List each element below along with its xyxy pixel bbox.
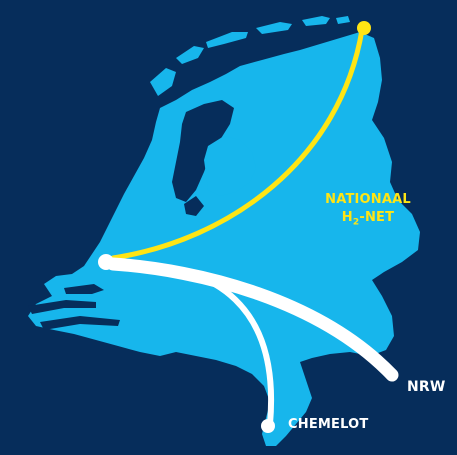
rotterdam-node [98, 254, 114, 270]
markermeer-inlet [184, 196, 204, 216]
zeeland-inlet-3 [64, 284, 104, 294]
h2-subscript: 2 [352, 217, 360, 228]
chemelot-label: CHEMELOT [288, 417, 369, 432]
wadden-island-terschelling [206, 32, 248, 48]
zeeland-inlet-2 [40, 316, 120, 330]
wadden-island-schiermonnikoog [302, 16, 330, 26]
wadden-island-rottum [336, 16, 350, 24]
mainland [28, 32, 420, 446]
nationaal-h2-net-label: NATIONAAL H2-NET [306, 193, 430, 228]
chemelot-route [110, 260, 275, 427]
wadden-island-texel [150, 68, 176, 96]
wadden-island-vlieland [176, 46, 204, 64]
chemelot-node [261, 419, 275, 433]
ijsselmeer [172, 100, 234, 202]
zeeland-inlet-1 [28, 300, 96, 314]
flevoland-polder [204, 136, 256, 196]
h2-net-text: H2-NET [306, 211, 430, 228]
nationaal-text: NATIONAAL [325, 192, 411, 207]
groningen-node [357, 21, 371, 35]
h2-prefix: H [341, 210, 353, 225]
h2-suffix: -NET [359, 210, 395, 225]
wadden-island-ameland [256, 22, 292, 34]
h2-net-route [110, 27, 365, 261]
nrw-label: NRW [407, 379, 446, 395]
